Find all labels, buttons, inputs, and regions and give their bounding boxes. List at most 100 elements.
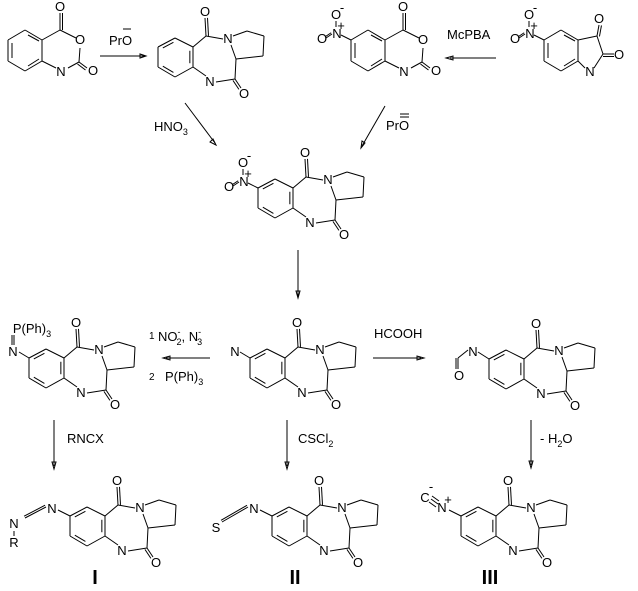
nitrogen-atom: N <box>525 26 534 41</box>
arrow-hno3 <box>184 102 218 147</box>
bond <box>307 389 328 394</box>
nitrogen-atom: N <box>315 342 324 357</box>
carbonyl-bond <box>234 78 242 89</box>
ring-bond <box>7 29 26 41</box>
aromatic-bond <box>563 34 576 42</box>
bond <box>362 176 365 198</box>
oxygen-atom: O <box>238 155 248 170</box>
bond <box>67 61 80 69</box>
bond <box>324 341 340 348</box>
bond <box>158 499 177 506</box>
bond <box>346 171 365 178</box>
aromatic-bond <box>254 376 266 384</box>
carbonyl-bond <box>306 158 309 177</box>
bond <box>76 346 95 351</box>
oxygen-atom: O <box>531 316 541 331</box>
nitrogen-atom: N <box>223 31 232 46</box>
bond <box>495 535 510 546</box>
bond <box>565 370 568 392</box>
ring-bond <box>350 29 369 41</box>
ring-bond <box>249 377 268 389</box>
arrow-dehydration <box>528 420 534 470</box>
bond <box>284 346 299 359</box>
ring-bond <box>488 378 507 390</box>
oxygen-atom: O <box>614 47 624 62</box>
carbonyl-bond <box>509 486 512 505</box>
bond <box>577 35 598 41</box>
carbonyl-bond <box>563 392 571 402</box>
bond <box>518 547 539 552</box>
ring-bond <box>543 60 562 72</box>
charge-minus: - <box>247 148 251 163</box>
bond <box>593 347 596 369</box>
aromatic-bond <box>370 34 383 42</box>
triple-bond <box>431 495 440 502</box>
ring-bond <box>45 348 65 359</box>
bond <box>326 369 329 391</box>
carbonyl-bond <box>144 549 152 559</box>
oxygen-atom: O <box>524 7 534 22</box>
bond <box>117 504 136 509</box>
charge-plus: + <box>244 166 252 181</box>
bond <box>508 504 527 509</box>
reagent-staudinger-step1: 1 NO-2, N-3 <box>149 327 202 347</box>
cumulene-bond <box>24 506 47 519</box>
arrow-proline-2 <box>360 105 386 150</box>
cumulene-bond <box>23 504 46 517</box>
nitrogen-atom: N <box>526 500 535 515</box>
aromatic-bond <box>370 58 383 67</box>
bond <box>192 66 207 77</box>
bond <box>292 176 307 189</box>
aromatic-bond <box>262 182 274 190</box>
reagent-text: P(Ph)3 <box>165 369 203 387</box>
reagent-rncx: RNCX <box>67 431 104 446</box>
ring-bond <box>367 60 386 72</box>
ring-bond <box>350 60 369 72</box>
r-group: R <box>9 535 18 550</box>
reagent-text: HNO3 <box>154 119 188 137</box>
ring-bond <box>28 377 47 389</box>
carbonyl-bond <box>146 547 154 558</box>
oxygen-atom: O <box>292 315 302 330</box>
ring-bond <box>460 535 479 547</box>
reagent-text: RNCX <box>67 431 104 446</box>
oxygen-atom: O <box>200 4 210 19</box>
bond <box>344 513 351 529</box>
nitro-double-bond <box>232 181 240 187</box>
ring-bond <box>249 348 268 359</box>
ring-bond <box>157 66 176 78</box>
charge-minus: - <box>429 479 433 494</box>
aromatic-bond <box>276 510 288 518</box>
bond <box>457 349 469 359</box>
carbonyl-bond <box>507 486 510 506</box>
aromatic-bond <box>33 376 45 384</box>
nitrogen-atom: N <box>76 385 85 400</box>
bond <box>596 35 604 55</box>
bond <box>246 30 265 37</box>
carbonyl-bond <box>537 547 545 558</box>
reagent-text: PrO <box>109 33 132 48</box>
bond <box>563 342 579 349</box>
bond <box>235 55 264 60</box>
bond <box>330 185 337 201</box>
nitrogen-atom: N <box>319 543 328 558</box>
bond <box>234 58 237 80</box>
nitrogen-atom: N <box>47 501 56 516</box>
bond <box>146 527 149 549</box>
ring-bond <box>288 506 308 517</box>
reagent-text: McPBA <box>447 27 491 42</box>
ring-bond <box>28 348 47 359</box>
nitrogen-atom: N <box>8 344 17 359</box>
nitrogen-atom: N <box>437 500 446 515</box>
carbonyl-bond <box>565 390 573 401</box>
ring-bond <box>45 377 65 389</box>
oxygen-atom: O <box>353 555 363 570</box>
cumulene-bond <box>220 504 248 521</box>
bond <box>384 29 404 41</box>
bond <box>101 355 108 371</box>
aromatic-bond <box>33 352 45 360</box>
arrow-rncx <box>51 420 57 471</box>
aromatic-bond <box>27 34 40 42</box>
